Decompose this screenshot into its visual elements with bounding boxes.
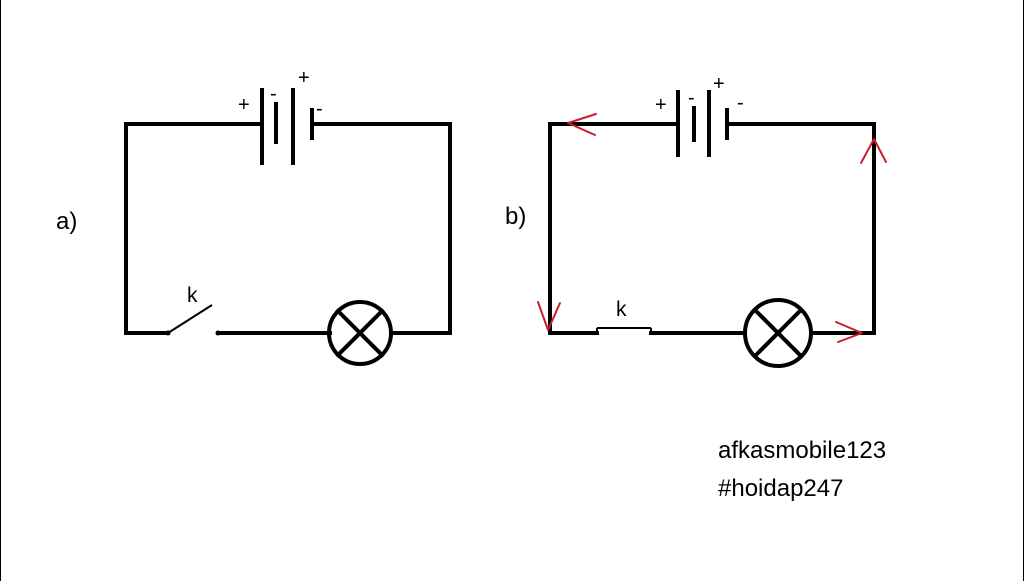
lamp-cross: [335, 308, 385, 358]
circuit-a-wire-left: [124, 122, 264, 335]
switch-contact: [215, 330, 221, 336]
hashtag: #hoidap247: [718, 475, 844, 502]
circuit-a: a) + - + - k: [56, 67, 452, 366]
switch-label: k: [616, 298, 627, 321]
current-arrow-right-icon: [835, 321, 863, 343]
current-arrow-up-icon: [860, 138, 887, 164]
circuit-a-label: a): [56, 208, 77, 235]
battery-sign: -: [737, 92, 744, 114]
switch-contact: [165, 330, 171, 336]
switch-blade: [167, 304, 213, 334]
circuit-b-lamp: [743, 298, 813, 368]
author-tag: afkasmobile123: [718, 437, 887, 464]
circuit-a-battery: + - + -: [238, 67, 323, 165]
battery-sign: +: [713, 73, 725, 95]
battery-sign: +: [238, 94, 250, 116]
circuit-b: b) + - + - k: [505, 73, 887, 368]
lamp-cross: [752, 307, 804, 359]
circuit-b-switch: k: [596, 298, 652, 333]
switch-label: k: [187, 284, 198, 307]
circuit-a-switch: k: [165, 284, 221, 336]
battery-sign: +: [298, 67, 310, 89]
circuit-a-lamp: [327, 300, 393, 366]
left-border: [0, 0, 1, 581]
battery-sign: -: [316, 98, 323, 120]
battery-sign: -: [270, 83, 277, 105]
circuit-a-wire-right: [310, 122, 452, 335]
battery-sign: -: [688, 87, 695, 109]
circuit-b-wire-right: [725, 122, 876, 335]
circuit-b-label: b): [505, 203, 526, 230]
current-arrow-down-icon: [537, 301, 561, 331]
battery-sign: +: [655, 94, 667, 116]
current-arrow-left-icon: [567, 113, 597, 136]
circuit-b-wire-left: [548, 122, 680, 335]
lamp-circle: [743, 298, 813, 368]
lamp-circle: [327, 300, 393, 366]
circuit-b-battery: + - + -: [655, 73, 744, 157]
